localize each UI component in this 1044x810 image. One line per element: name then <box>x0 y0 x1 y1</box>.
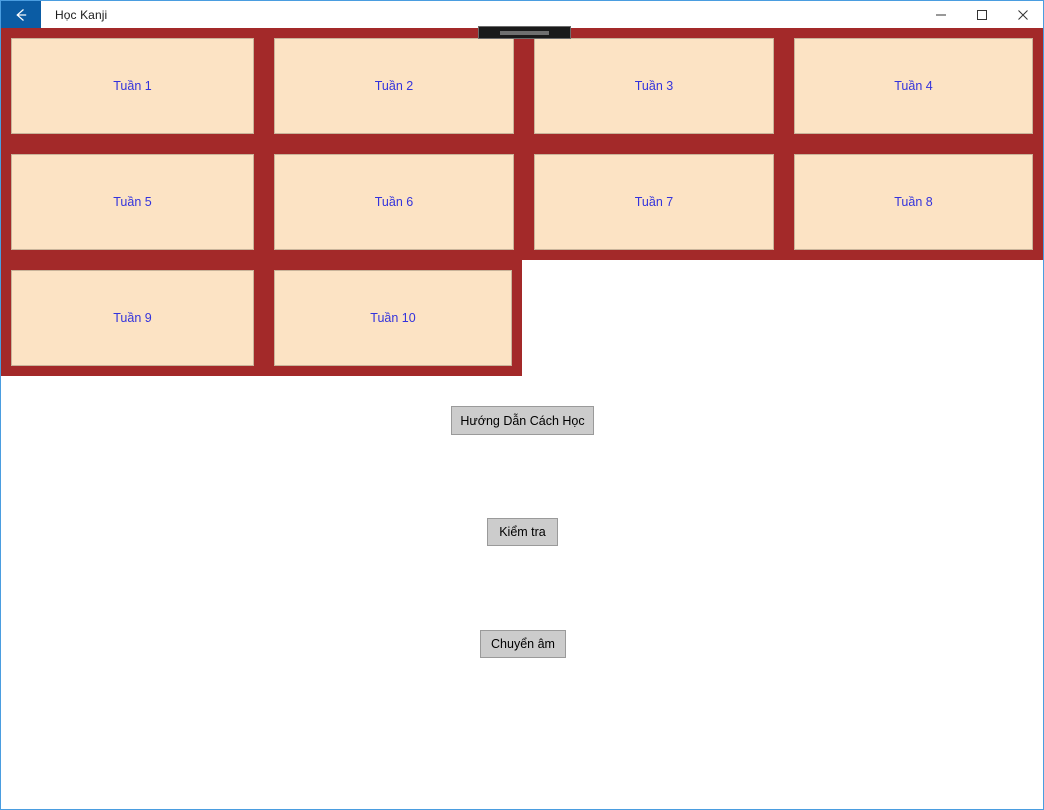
week-cell-label: Tuần 9 <box>113 311 152 325</box>
week-cell-3[interactable]: Tuần 3 <box>524 28 784 144</box>
week-cell-label: Tuần 5 <box>113 195 152 209</box>
week-cell-4[interactable]: Tuần 4 <box>784 28 1043 144</box>
scroll-nub-thumb[interactable] <box>500 30 549 35</box>
test-button[interactable]: Kiểm tra <box>487 518 558 546</box>
transliterate-button[interactable]: Chuyển âm <box>480 630 566 658</box>
week-cell-8[interactable]: Tuần 8 <box>784 144 1043 260</box>
horizontal-scroll-nub[interactable] <box>478 26 571 39</box>
week-cell-label: Tuần 1 <box>113 79 152 93</box>
week-cell-label: Tuần 8 <box>894 195 933 209</box>
week-cell-6[interactable]: Tuần 6 <box>264 144 524 260</box>
week-cell-2[interactable]: Tuần 2 <box>264 28 524 144</box>
minimize-icon[interactable] <box>920 1 961 28</box>
week-cell-5[interactable]: Tuần 5 <box>1 144 264 260</box>
window-title: Học Kanji <box>55 7 108 22</box>
week-cell-label: Tuần 6 <box>374 195 414 209</box>
week-cell-label: Tuần 4 <box>894 79 933 93</box>
week-cell-1[interactable]: Tuần 1 <box>1 28 264 144</box>
week-grid-row: Tuần 5 Tuần 6 Tuần 7 Tuần 8 <box>1 144 1043 260</box>
close-icon[interactable] <box>1002 1 1043 28</box>
guide-button[interactable]: Hướng Dẫn Cách Học <box>451 406 594 435</box>
week-cell-label: Tuần 10 <box>370 311 416 325</box>
week-grid-row: Tuần 9 Tuần 10 <box>1 260 1043 376</box>
week-grid: Tuần 1 Tuần 2 Tuần 3 Tuần 4 Tuần 5 Tuần … <box>1 28 1043 376</box>
week-cell-9[interactable]: Tuần 9 <box>1 260 264 376</box>
title-bar: Học Kanji <box>1 1 1043 28</box>
week-cell-label: Tuần 7 <box>634 195 674 209</box>
week-cell-10[interactable]: Tuần 10 <box>264 260 522 376</box>
week-grid-row: Tuần 1 Tuần 2 Tuần 3 Tuần 4 <box>1 28 1043 144</box>
week-cell-label: Tuần 3 <box>634 79 674 93</box>
week-cell-label: Tuần 2 <box>374 79 414 93</box>
week-cell-7[interactable]: Tuần 7 <box>524 144 784 260</box>
maximize-icon[interactable] <box>961 1 1002 28</box>
back-arrow-icon[interactable] <box>1 1 41 28</box>
